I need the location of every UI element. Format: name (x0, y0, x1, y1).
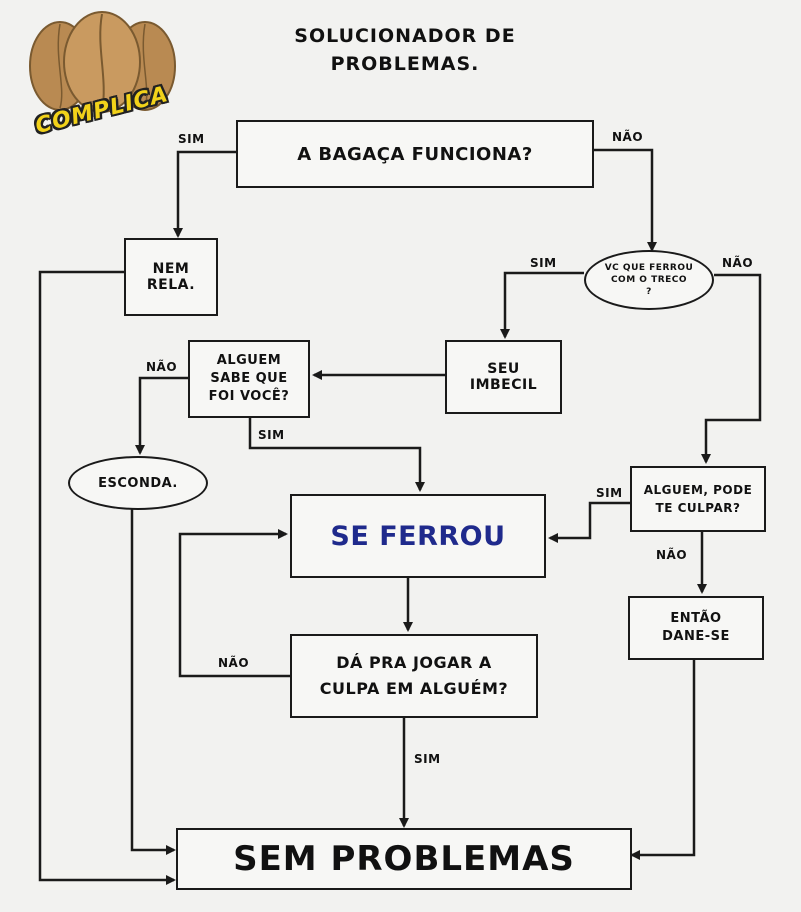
edge-jogar-nao (178, 529, 290, 678)
node-dane-se: ENTÃO DANE-SE (628, 596, 764, 660)
node-sem-problemas: SEM PROBLEMAS (176, 828, 632, 890)
edge-esconda-sem (130, 508, 176, 855)
node-jogar-culpa: DÁ PRA JOGAR A CULPA EM ALGUÉM? (290, 634, 538, 718)
page-title: SOLUCIONADOR DE PROBLEMAS. (294, 25, 516, 75)
label-sabe-nao: NÃO (146, 360, 178, 374)
label-culpar-nao: NÃO (656, 548, 688, 562)
edge-bagaca-nao (594, 148, 657, 252)
edge-sabe-sim (248, 418, 425, 492)
edge-vc-sim (500, 271, 584, 339)
label-jogar-sim: SIM (414, 752, 441, 766)
node-esconda: ESCONDA. (68, 456, 208, 510)
node-bagaca-funciona: A BAGAÇA FUNCIONA? (236, 120, 594, 188)
edge-vc-nao (701, 273, 762, 464)
label-culpar-sim: SIM (596, 486, 623, 500)
label-vc-nao: NÃO (722, 256, 754, 270)
label-bagaca-sim: SIM (178, 132, 205, 146)
edge-bagaca-sim (173, 150, 236, 238)
node-alguem-sabe: ALGUEM SABE QUE FOI VOCÊ? (188, 340, 310, 418)
node-nem-rela: NEM RELA. (124, 238, 218, 316)
walnut-icon (29, 11, 176, 113)
label-bagaca-nao: NÃO (612, 130, 644, 144)
node-vc-ferrou: VC QUE FERROU COM O TRECO ? (584, 250, 714, 310)
edge-nemrela-sem (38, 270, 176, 885)
node-seu-imbecil: SEU IMBECIL (445, 340, 562, 414)
node-alguem-culpar: ALGUEM, PODE TE CULPAR? (630, 466, 766, 532)
label-vc-sim: SIM (530, 256, 557, 270)
label-sabe-sim: SIM (258, 428, 285, 442)
node-se-ferrou: SE FERROU (290, 494, 546, 578)
label-jogar-nao: NÃO (218, 656, 250, 670)
edge-culpar-sim (548, 501, 630, 543)
edge-danese-sem (630, 660, 696, 860)
edge-sabe-nao (135, 376, 188, 455)
